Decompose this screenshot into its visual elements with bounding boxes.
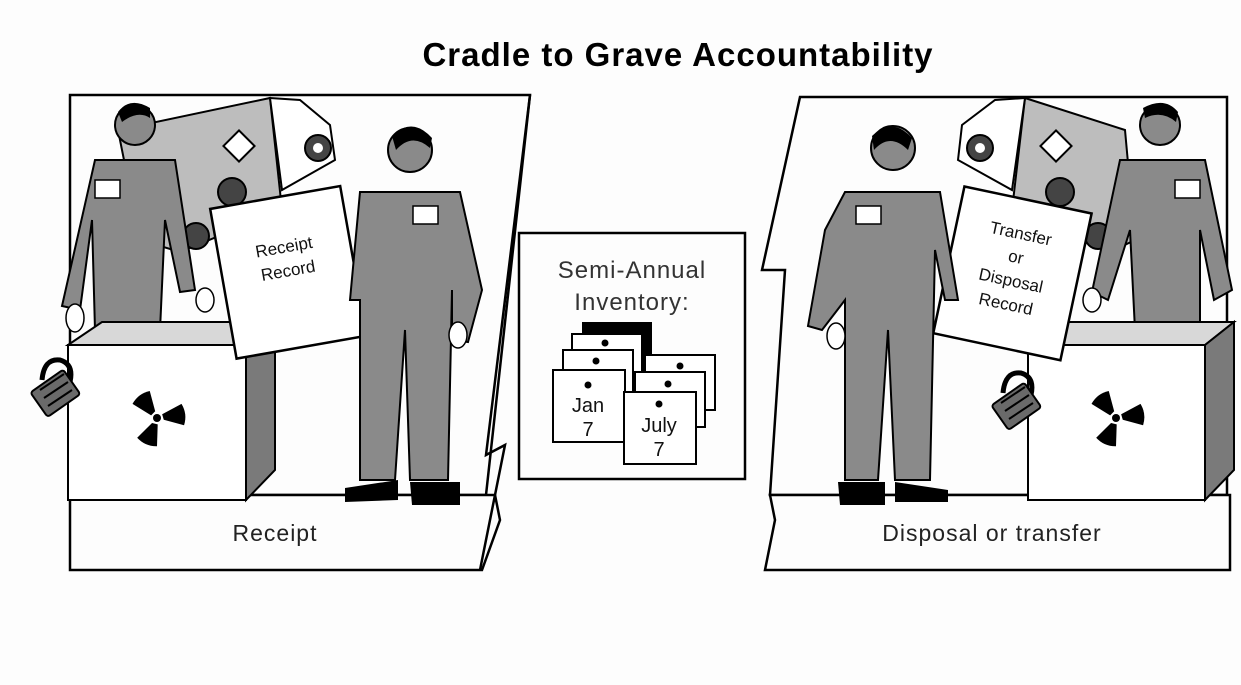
receipt-panel: Receipt Record Receipt: [30, 93, 532, 572]
calendar-day-july: 7: [653, 439, 664, 461]
worker-left: [60, 102, 215, 333]
calendar-day-jan: 7: [582, 419, 593, 441]
radioactive-crate-right: [1027, 319, 1237, 503]
calendar-stack-july: July 7: [623, 354, 716, 465]
svg-text:or: or: [1006, 246, 1025, 268]
calendar-month-jan: Jan: [572, 395, 604, 417]
disposal-panel: Transfer or Disposal Record Disposal or …: [760, 95, 1237, 572]
inventory-panel: Semi-Annual Inventory: Jan 7 July 7: [517, 231, 747, 481]
worker-near-right: [806, 125, 960, 505]
radioactive-crate-left: [64, 319, 278, 503]
receipt-caption: Receipt: [233, 520, 318, 546]
transfer-record-document: Transfer or Disposal Record: [931, 185, 1094, 362]
inventory-heading-line1: Semi-Annual: [558, 257, 706, 284]
inventory-heading-line2: Inventory:: [574, 289, 689, 316]
calendar-stack-jan: Jan 7: [552, 322, 652, 443]
page-title: Cradle to Grave Accountability: [422, 36, 933, 73]
disposal-caption: Disposal or transfer: [882, 520, 1101, 546]
receipt-record-document: Receipt Record: [208, 184, 369, 361]
calendar-month-july: July: [641, 415, 677, 437]
worker-right: [345, 126, 484, 505]
